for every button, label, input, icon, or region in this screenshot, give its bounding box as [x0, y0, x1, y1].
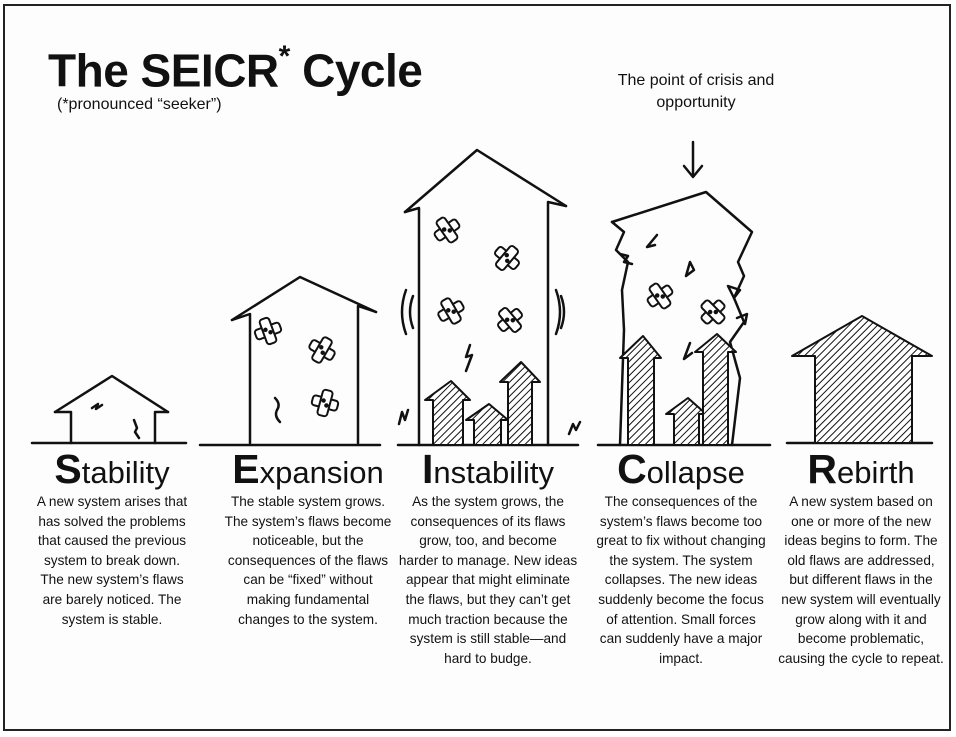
stage-collapse: Collapse The consequences of the system’… [596, 446, 766, 668]
stability-building [53, 374, 170, 445]
bandage-icon [250, 313, 286, 349]
title-asterisk: * [278, 40, 291, 73]
stage-description: A new system based on one or more of the… [778, 494, 944, 666]
stage-description: The stable system grows. The system’s fl… [224, 494, 392, 627]
pronunciation-note: (*pronounced “seeker”) [57, 96, 222, 113]
growth-arrow-icon [499, 361, 541, 446]
bandage-icon [427, 210, 467, 250]
stage-description: A new system arises that has solved the … [36, 494, 188, 627]
bandage-icon [487, 238, 527, 278]
bandage-icon [431, 291, 471, 331]
figure-frame [3, 4, 951, 731]
bandage-icon [640, 276, 680, 316]
bandage-icon [307, 385, 343, 421]
crisis-annotation: The point of crisis and opportunity [617, 72, 775, 111]
stage-name: Instability [421, 446, 554, 492]
expansion-building [230, 275, 378, 445]
growth-arrow-icon [465, 403, 509, 446]
title-end: Cycle [302, 44, 423, 97]
stage-name: Rebirth [807, 446, 915, 492]
crisis-arrow-icon [682, 140, 704, 179]
bandage-icon [490, 300, 530, 340]
growth-arrow-icon [619, 335, 662, 446]
stage-description: The consequences of the system’s flaws b… [596, 494, 766, 666]
collapse-building [610, 190, 754, 447]
stage-rebirth: Rebirth A new system based on one or mor… [776, 446, 946, 668]
rebirth-building [791, 315, 933, 444]
diagram-title: The SEICR* Cycle [48, 42, 423, 97]
growth-arrow-icon [694, 333, 737, 446]
stage-name: Expansion [232, 446, 384, 492]
stage-description: As the system grows, the consequences of… [398, 494, 578, 666]
instability-building [397, 148, 582, 447]
title-main: The SEICR [48, 44, 279, 97]
stage-instability: Instability As the system grows, the con… [398, 446, 578, 668]
growth-arrow-icon [424, 380, 471, 446]
bandage-icon [693, 292, 733, 332]
stage-expansion: Expansion The stable system grows. The s… [224, 446, 392, 629]
growth-arrow-icon [665, 397, 707, 446]
bandage-icon [302, 330, 342, 370]
stage-stability: Stability A new system arises that has s… [32, 446, 192, 629]
stage-name: Collapse [617, 446, 745, 492]
stage-name: Stability [54, 446, 170, 492]
